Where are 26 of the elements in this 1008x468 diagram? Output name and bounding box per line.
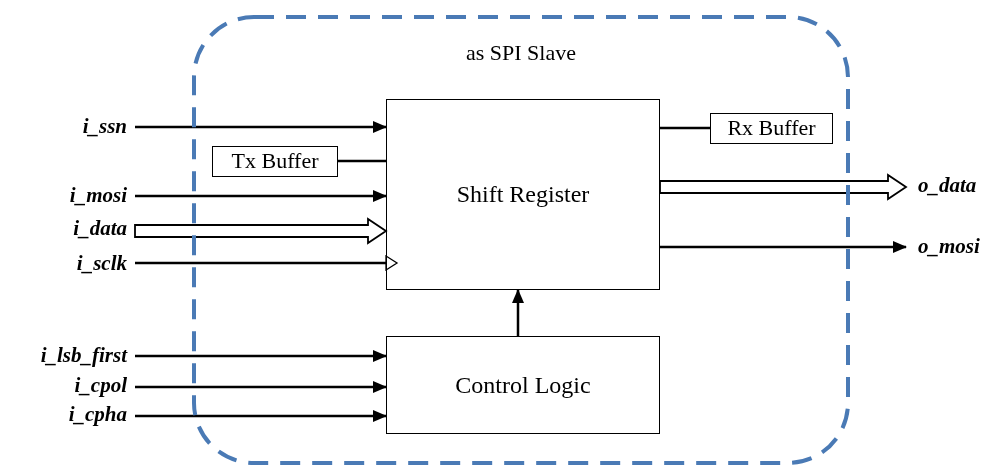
bus-arrow — [134, 217, 388, 245]
signal-name: i_sclk — [75, 252, 127, 276]
arrow — [135, 381, 387, 393]
arrow — [660, 241, 907, 253]
bus-arrow — [659, 173, 908, 201]
arrow — [135, 190, 387, 202]
buffer-box: Rx Buffer — [710, 113, 833, 144]
process-box: Shift Register — [386, 99, 660, 290]
signal-name: i_mosi — [68, 184, 127, 208]
process-box: Control Logic — [386, 336, 660, 434]
signal-name: i_cpha — [67, 403, 127, 427]
signal-name: o_mosi — [918, 235, 981, 259]
signal-name: i_data — [72, 217, 127, 241]
connector-line — [660, 126, 710, 130]
clock-input-line — [135, 255, 398, 271]
signal-name: i_cpol — [73, 374, 127, 398]
arrow — [512, 289, 524, 336]
signal-name: i_lsb_first — [39, 344, 127, 368]
arrow — [135, 350, 387, 362]
arrow — [135, 410, 387, 422]
signal-name: i_ssn — [81, 115, 127, 139]
buffer-box: Tx Buffer — [212, 146, 338, 177]
connector-line — [338, 159, 386, 163]
title-label: as SPI Slave — [465, 41, 577, 66]
signal-name: o_data — [918, 174, 978, 198]
arrow — [135, 121, 387, 133]
